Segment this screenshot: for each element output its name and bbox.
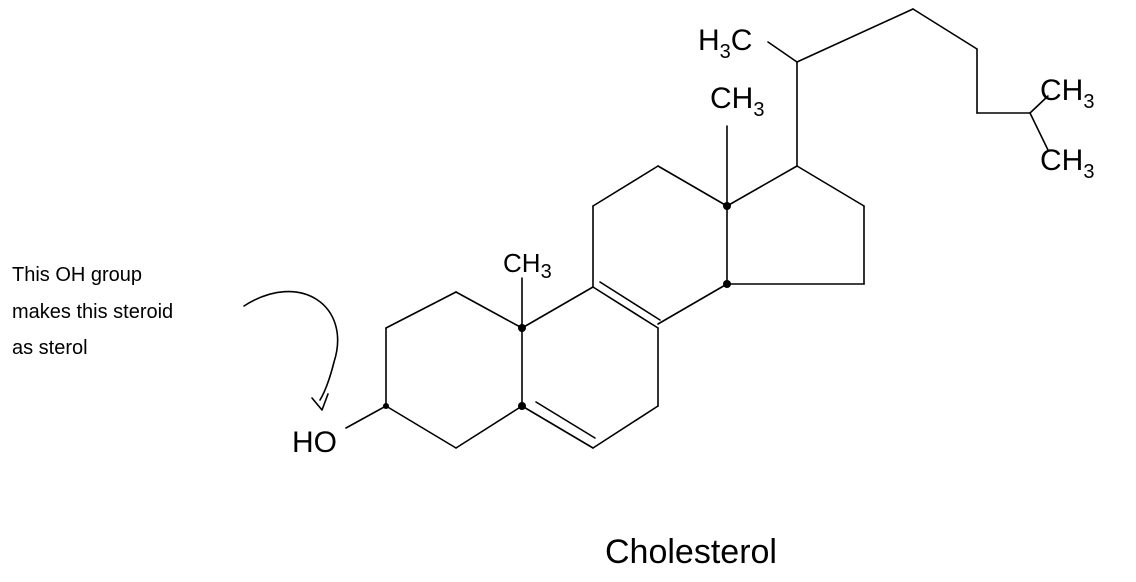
methyl-c26-label: CH3 [1040,74,1094,113]
hydroxyl-label: HO [292,426,337,459]
ring-a [385,291,523,449]
ring-d [726,165,865,285]
annotation-line-3: as sterol [12,337,88,359]
double-bond-c5-c6 [535,401,596,439]
methyl-c27-label: CH3 [1040,144,1094,183]
methyl-c19-label: CH3 [503,248,552,283]
annotation: This OH group makes this steroid as ster… [12,264,173,359]
ring-c [592,165,728,325]
hydroxyl-bond [345,405,387,429]
annotation-line-1: This OH group [12,264,142,286]
stereocenters [383,202,731,410]
side-chain [767,8,1049,167]
curved-arrow [243,290,339,411]
ring-b [521,286,659,449]
double-bond-inner [599,281,661,321]
methyl-c18-label: CH3 [710,82,764,121]
annotation-line-2: makes this steroid [12,301,173,323]
methyl-c21-label: H3C [698,24,752,63]
diagram-title: Cholesterol [605,533,777,571]
